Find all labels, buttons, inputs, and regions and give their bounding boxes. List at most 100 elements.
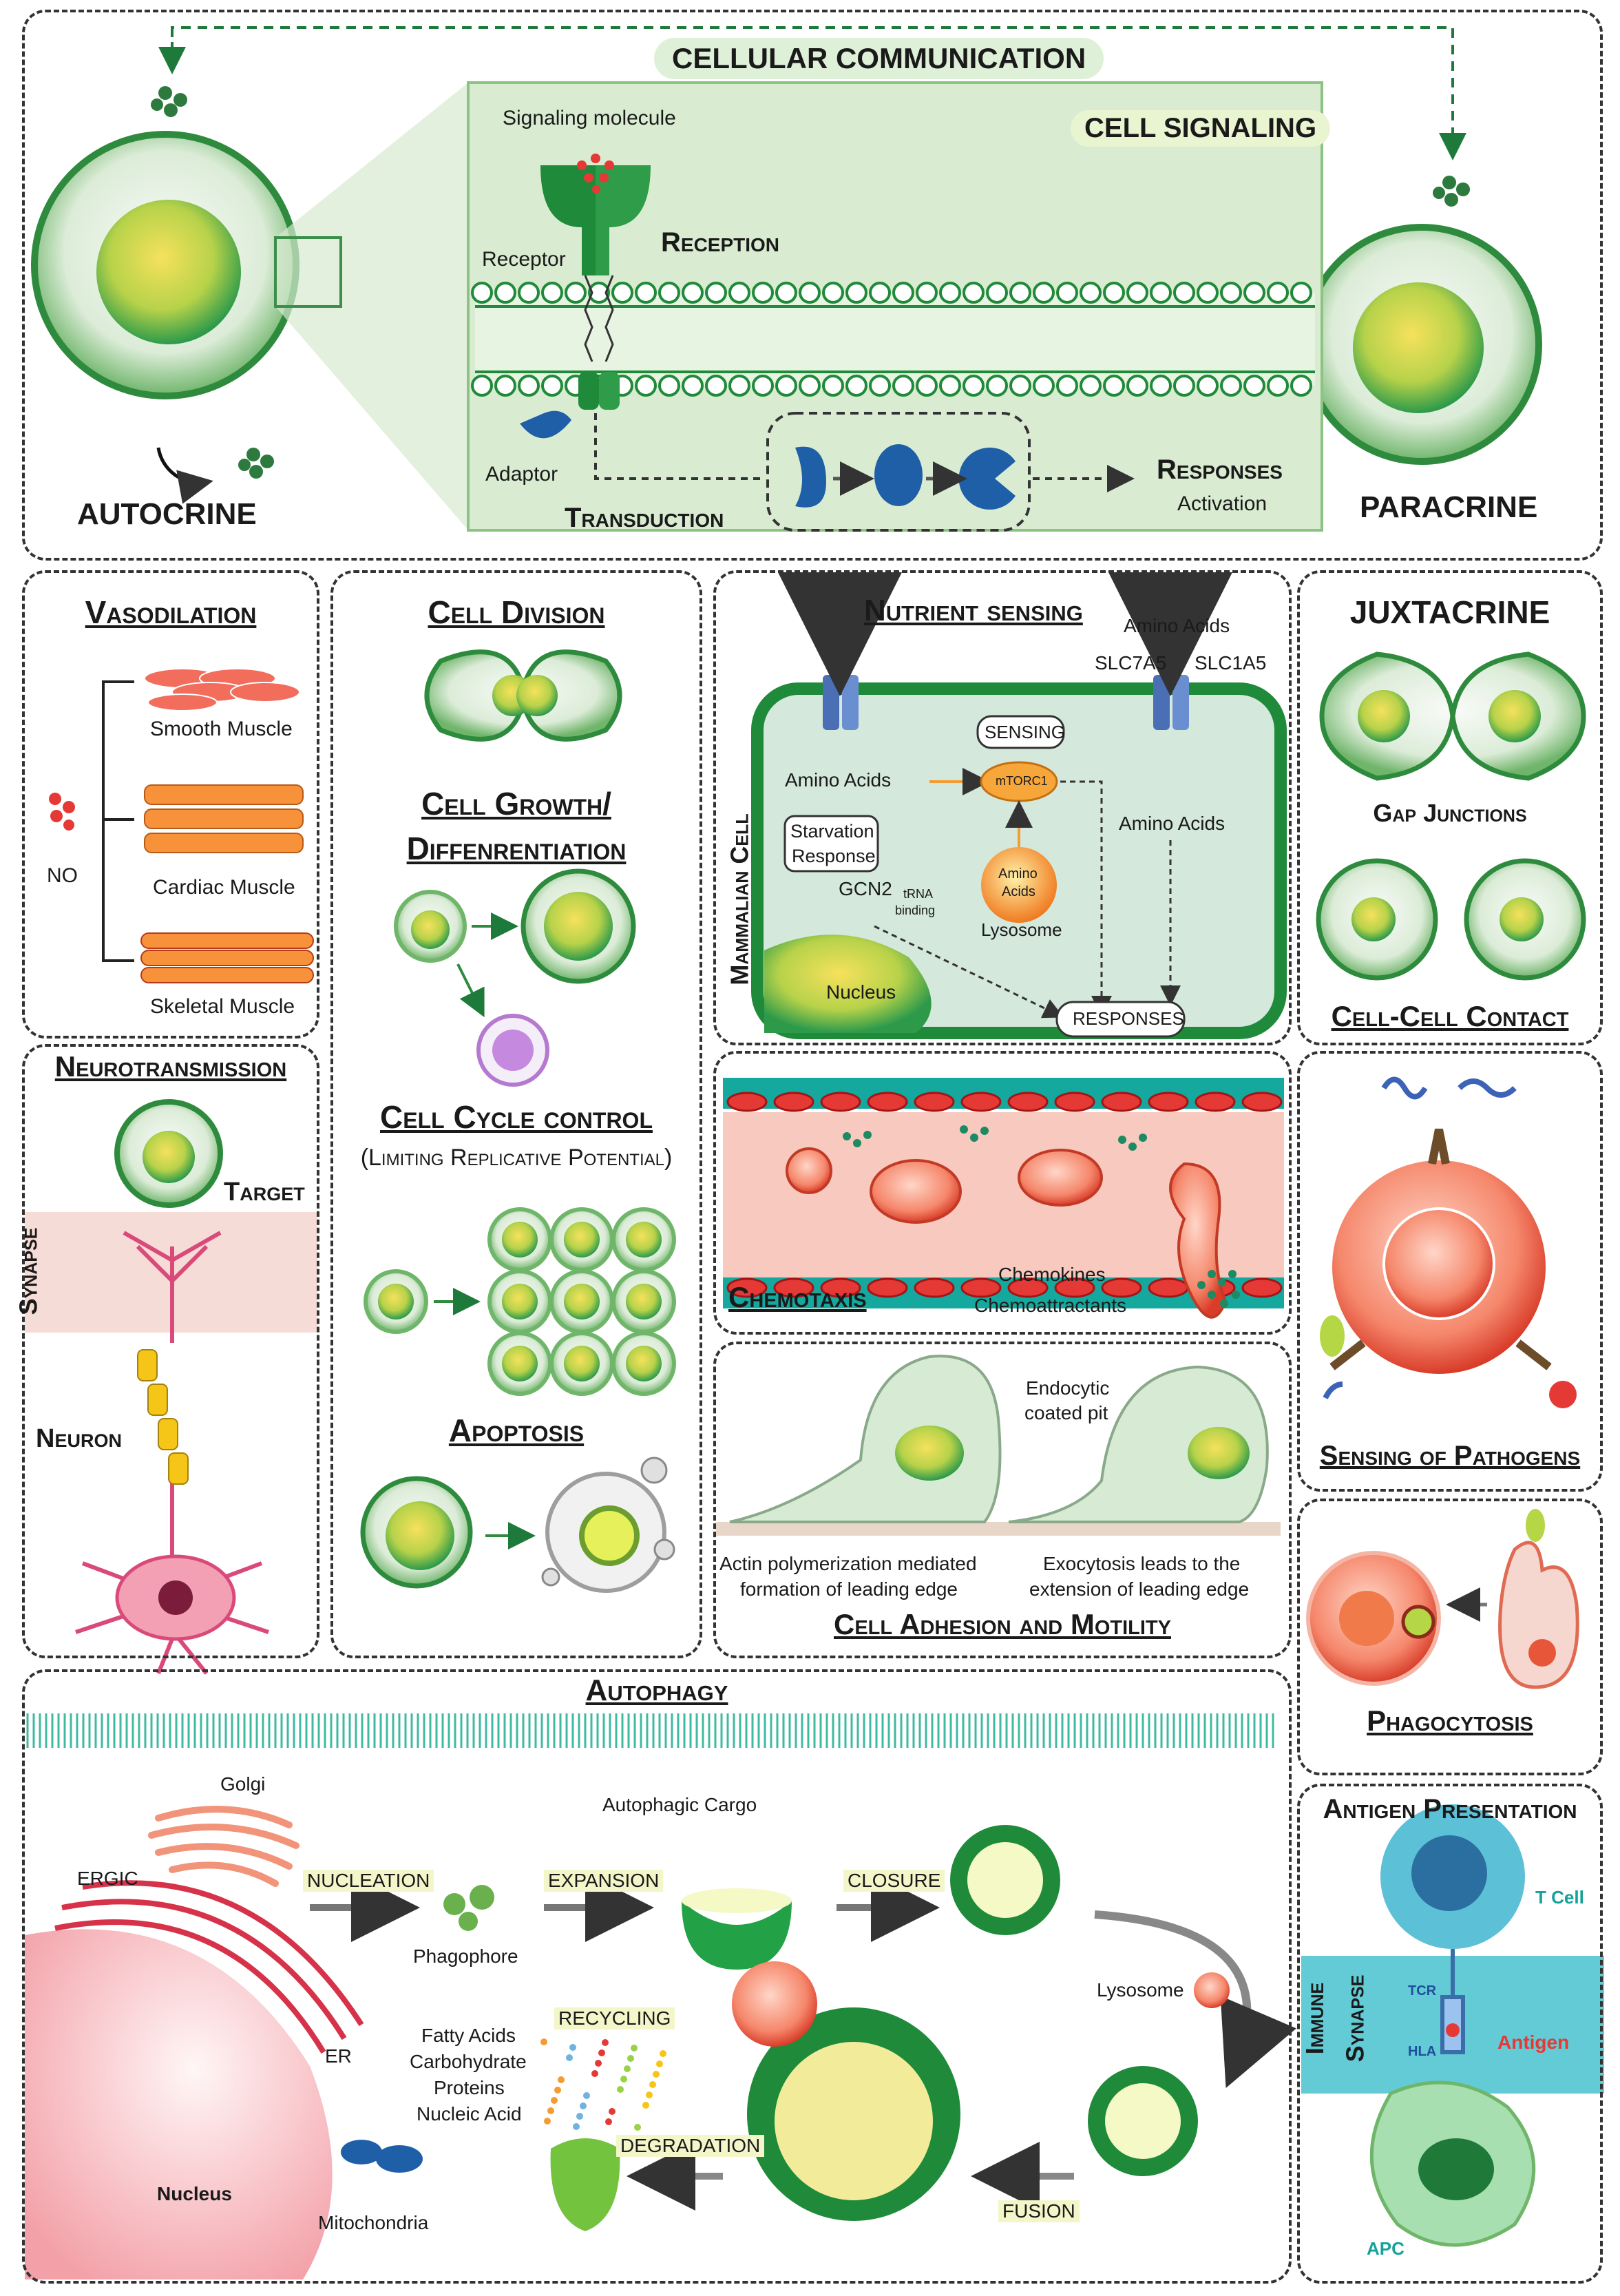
cell-growth-title-2: Diffenrentiation [406, 831, 627, 866]
er-label: ER [325, 2045, 352, 2067]
apc-nucleus [1418, 2138, 1494, 2200]
nutrient-responses-label: RESPONSES [1073, 1008, 1184, 1029]
zoom-box [274, 236, 342, 308]
starvation-label-2: Response [792, 846, 876, 866]
fusing-lysosome [732, 1961, 817, 2047]
cell-growth-title-1: Cell Growth/ [421, 786, 611, 822]
no-label: NO [47, 864, 78, 887]
chemokine-dots [843, 1125, 1240, 1308]
leukocytes [786, 1147, 1228, 1319]
communication-title: CELLULAR COMMUNICATION [654, 38, 1104, 79]
cascade-box [766, 412, 1031, 532]
phagophore-label: Phagophore [413, 1945, 518, 1967]
starvation-box [783, 815, 879, 873]
proteins-label: Proteins [434, 2077, 505, 2098]
lysosome-small [1194, 1972, 1230, 2008]
dividing-cell [424, 649, 622, 742]
gcn2-to-response [874, 925, 1064, 1019]
trna-label-1: tRNA [903, 887, 934, 901]
fatty-acids-label: Fatty Acids [421, 2025, 516, 2046]
neuron-nucleus [158, 1580, 193, 1615]
er-strand-1 [54, 1919, 326, 2054]
t-cell-nucleus [1411, 1835, 1487, 1911]
phagocytosis-title: Phagocytosis [1367, 1704, 1533, 1737]
chemotaxis-title: Chemotaxis [728, 1281, 867, 1313]
autocrine-loop-arrow [156, 447, 213, 504]
receptor-label: Receptor [482, 248, 566, 271]
t-cell-label: T Cell [1535, 1887, 1584, 1908]
ligand-dots [577, 154, 614, 194]
myelin-sheath [137, 1349, 189, 1485]
cascade-proteins [795, 444, 1016, 510]
amino-acids-left-label: Amino Acids [785, 769, 892, 791]
cardiac-muscle-label: Cardiac Muscle [153, 876, 295, 899]
slc1a5-label: SLC1A5 [1195, 652, 1267, 674]
phagophore-shape [443, 1885, 494, 1931]
zoom-wedge [275, 83, 468, 530]
expanding-membrane-lumen [682, 1888, 792, 1913]
closure-label: CLOSURE [843, 1870, 945, 1892]
growth-cells [394, 868, 636, 1087]
panel-phagocytosis [1297, 1499, 1603, 1775]
recycling-particles [540, 2038, 666, 2131]
autolysosome-lumen [775, 2042, 933, 2200]
paracrine-label: PARACRINE [1360, 490, 1538, 524]
apoptosis-cells [360, 1457, 675, 1593]
cell-signaling-label: CELL SIGNALING [1071, 110, 1331, 147]
paracrine-arrow [171, 26, 1466, 160]
mtorc1-label: mTORC1 [996, 774, 1048, 788]
gap-junction-cells [1319, 651, 1586, 781]
reception-label: Reception [661, 227, 780, 258]
recycling-vesicle [550, 2138, 620, 2231]
paracrine-cell [1301, 224, 1542, 465]
target-cell [114, 1099, 223, 1208]
chemoattractants-label: Chemoattractants [974, 1295, 1126, 1316]
trna-label-2: binding [895, 904, 936, 917]
immune-label-1: Immune [1301, 1982, 1329, 2055]
amino-acids-top-label: Amino Acids [1124, 615, 1230, 636]
exocytosis-label-1: Exocytosis leads to the [1043, 1553, 1241, 1574]
phagocyte [1306, 1551, 1441, 1686]
recycling-label: RECYCLING [554, 2007, 675, 2029]
expansion-label: EXPANSION [544, 1870, 664, 1892]
carbohydrate-label: Carbohydrate [410, 2051, 527, 2072]
autophagic-cargo-label: Autophagic Cargo [602, 1794, 757, 1815]
panel-autophagy [22, 1669, 1292, 2284]
autophagy-title: Autophagy [585, 1673, 728, 1707]
mitochondria-label: Mitochondria [318, 2212, 429, 2233]
nutrient-nucleus [764, 935, 932, 1033]
panel-chemotaxis [713, 1051, 1292, 1335]
actin-label-1: Actin polymerization mediated [719, 1553, 977, 1574]
neuron-label: Neuron [36, 1424, 122, 1453]
starvation-label-1: Starvation [790, 821, 874, 842]
expanding-membrane [682, 1901, 792, 1970]
cell-cycle-title: Cell Cycle control [380, 1099, 653, 1135]
antigen-presentation-title: Antigen Presentation [1323, 1794, 1577, 1824]
fusion-label: FUSION [998, 2200, 1080, 2222]
nutrient-sensing-title: Nutrient sensing [864, 594, 1083, 627]
skeletal-muscle-label: Skeletal Muscle [150, 995, 295, 1018]
motile-cell-left-nucleus [895, 1426, 964, 1481]
mammalian-cell-label: Mammalian Cell [725, 813, 754, 985]
gap-junctions-label: Gap Junctions [1373, 799, 1527, 827]
transduction-label: Transduction [565, 503, 724, 533]
pathogen-sensing-cell [1329, 1128, 1552, 1374]
red-blood-cells [726, 1092, 1283, 1298]
membrane-beads [471, 282, 1312, 397]
panel-neurotransmission [22, 1044, 319, 1658]
panel-antigen-presentation [1297, 1784, 1603, 2284]
autophagosome-2-lumen [1105, 2083, 1181, 2159]
synapse-label: Synapse [14, 1227, 43, 1315]
transduction-line [594, 413, 764, 480]
motile-cell-right [1008, 1365, 1269, 1523]
exocytosis-label-2: extension of leading edge [1029, 1578, 1250, 1600]
engulfing-cell [1498, 1509, 1579, 1689]
juxtacrine-title: JUXTACRINE [1349, 594, 1550, 630]
autocrine-label: AUTOCRINE [77, 497, 257, 531]
plasma-membrane [475, 293, 1315, 386]
smooth-muscle-label: Smooth Muscle [150, 718, 293, 740]
cell-cycle-grid [364, 1207, 676, 1396]
tcr-label: TCR [1408, 1983, 1437, 1998]
amino-acids-right-label: Amino Acids [1119, 813, 1225, 834]
